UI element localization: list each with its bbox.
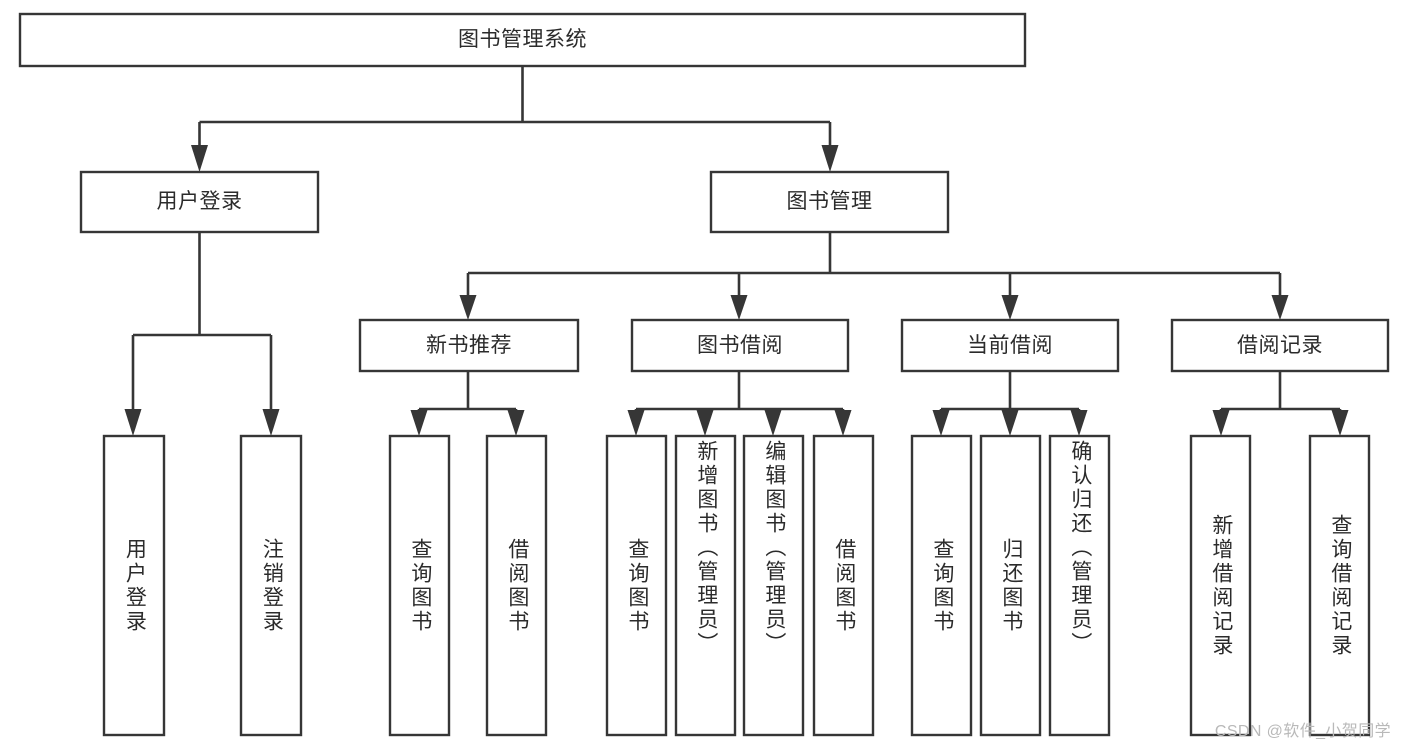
node-rect-root[interactable] <box>18 12 1027 68</box>
node-rect-leaf11[interactable] <box>1048 434 1111 737</box>
node-label-leaf8: 借阅图书 <box>832 537 856 634</box>
node-rect-bookmgmt[interactable] <box>709 170 950 234</box>
node-rect-leaf5[interactable] <box>605 434 668 737</box>
arrow-leaf11 <box>1070 410 1088 436</box>
arrow-current <box>1001 295 1019 320</box>
arrow-leaf3 <box>410 410 428 436</box>
node-rect-leaf9[interactable] <box>910 434 973 737</box>
arrow-leaf5 <box>627 410 645 436</box>
node-rect-leaf1[interactable] <box>102 434 166 737</box>
node-rect-newbook[interactable] <box>358 318 580 373</box>
node-rect-leaf6[interactable] <box>674 434 737 737</box>
node-label-current: 当前借阅 <box>967 333 1053 357</box>
node-label-leaf5: 查询图书 <box>625 537 649 634</box>
arrow-leaf9 <box>932 410 950 436</box>
node-rect-leaf3[interactable] <box>388 434 451 737</box>
node-label-leaf6: 新增图书（管理员） <box>694 440 718 656</box>
node-rect-leaf4[interactable] <box>485 434 548 737</box>
node-rects <box>18 12 1390 737</box>
node-rect-login[interactable] <box>79 170 320 234</box>
node-label-leaf12: 新增借阅记录 <box>1209 513 1233 658</box>
node-label-records: 借阅记录 <box>1237 333 1323 357</box>
node-label-root: 图书管理系统 <box>458 28 587 52</box>
node-label-newbook: 新书推荐 <box>426 333 512 357</box>
arrow-leaf6 <box>696 410 714 436</box>
arrow-records <box>1271 295 1289 320</box>
arrow-leaf2 <box>262 409 280 436</box>
node-rect-records[interactable] <box>1170 318 1390 373</box>
node-label-leaf1: 用户登录 <box>123 537 147 634</box>
connectors <box>124 66 1349 436</box>
node-rect-leaf7[interactable] <box>742 434 805 737</box>
node-label-borrow: 图书借阅 <box>697 333 783 357</box>
arrow-leaf13 <box>1331 410 1349 436</box>
node-label-leaf11: 确认归还（管理员） <box>1068 440 1092 656</box>
arrow-leaf4 <box>507 410 525 436</box>
node-label-leaf10: 归还图书 <box>999 537 1023 634</box>
node-rect-current[interactable] <box>900 318 1120 373</box>
arrow-leaf12 <box>1212 410 1230 436</box>
node-label-leaf9: 查询图书 <box>930 537 954 634</box>
node-label-leaf4: 借阅图书 <box>505 537 529 634</box>
arrow-leaf8 <box>834 410 852 436</box>
node-rect-leaf2[interactable] <box>239 434 303 737</box>
node-label-login: 用户登录 <box>156 190 243 214</box>
arrow-to-login <box>191 145 208 172</box>
arrow-newbook <box>459 295 477 320</box>
arrow-leaf7 <box>764 410 782 436</box>
node-rect-leaf8[interactable] <box>812 434 875 737</box>
node-label-leaf13: 查询借阅记录 <box>1328 513 1352 658</box>
node-label-leaf7: 编辑图书（管理员） <box>762 440 786 656</box>
arrow-to-bookmgmt <box>821 145 839 172</box>
arrow-borrow <box>730 295 748 320</box>
node-label-leaf3: 查询图书 <box>408 537 432 634</box>
node-rect-leaf10[interactable] <box>979 434 1042 737</box>
node-rect-leaf13[interactable] <box>1308 434 1371 737</box>
node-rect-borrow[interactable] <box>630 318 850 373</box>
node-label-bookmgmt: 图书管理 <box>786 190 873 214</box>
csdn-watermark: CSDN @软件_小贺同学 <box>1214 723 1391 740</box>
node-label-leaf2: 注销登录 <box>260 537 284 634</box>
arrow-leaf10 <box>1001 410 1019 436</box>
node-rect-leaf12[interactable] <box>1189 434 1252 737</box>
arrow-leaf1 <box>124 409 142 436</box>
